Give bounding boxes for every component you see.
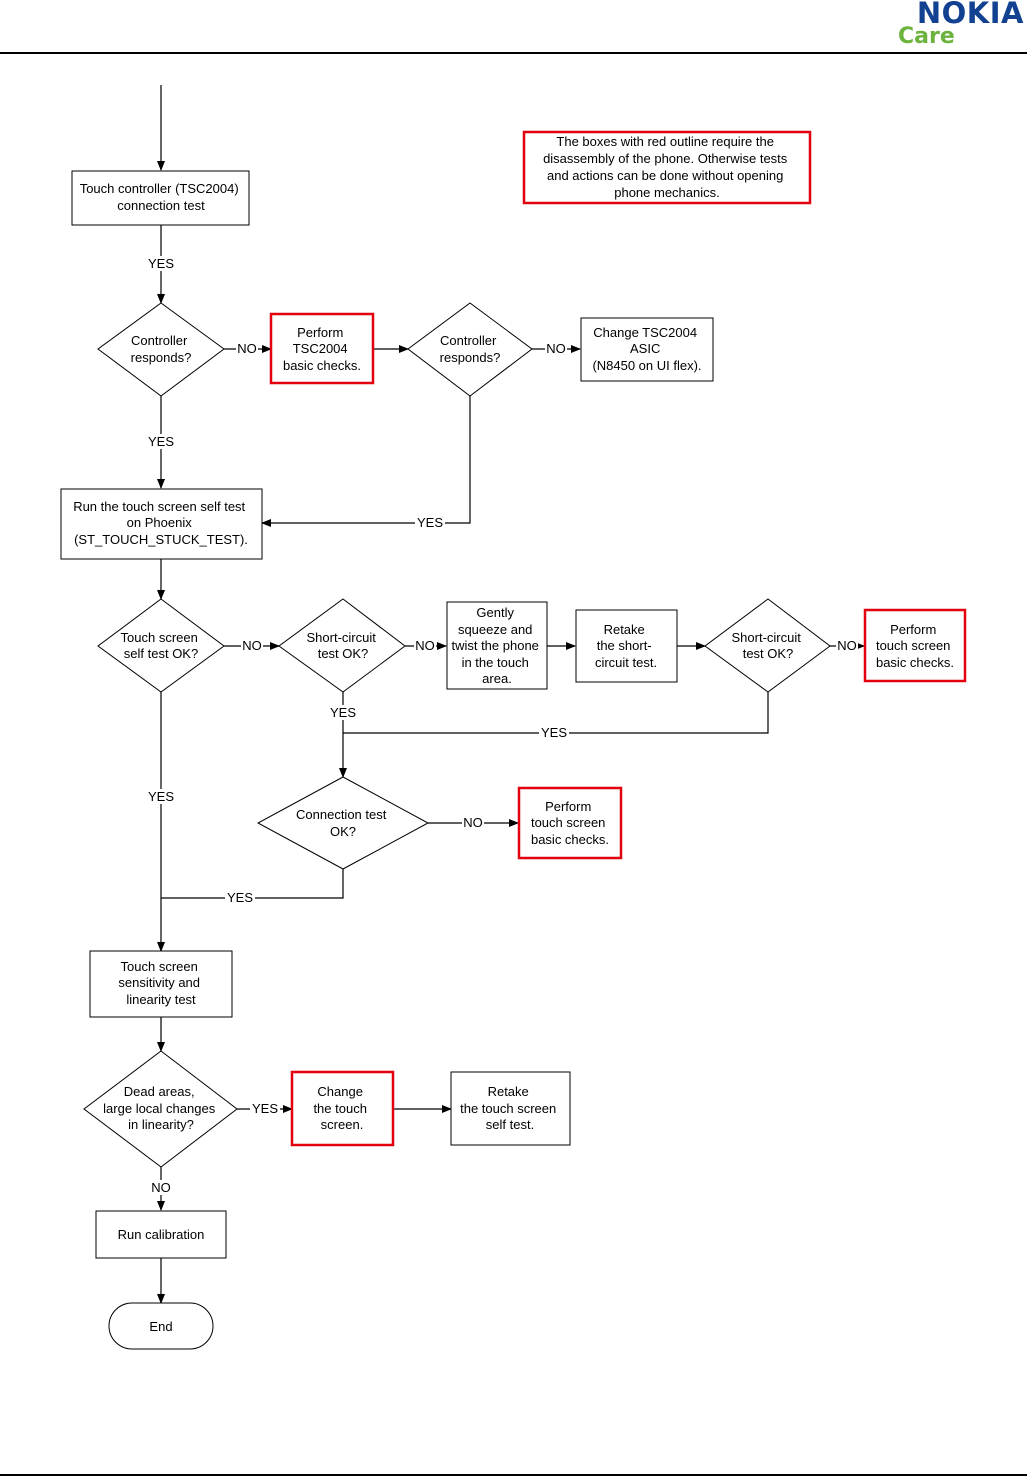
sensitivity-test-text: Touch screen sensitivity and linearity t… xyxy=(118,959,203,1007)
edge-conn-yes xyxy=(161,869,344,899)
label-yes-2: YES xyxy=(148,434,174,449)
short-circuit-2-text: Short-circuit test OK? xyxy=(732,630,805,661)
logo-brand: NOKIA xyxy=(916,0,1024,30)
controller-responds-2-text: Controller responds? xyxy=(440,333,501,365)
label-no-1: NO xyxy=(237,341,257,356)
controller-responds-1-text: Controller responds? xyxy=(131,333,192,365)
label-no-4: NO xyxy=(415,638,435,653)
short-circuit-1-text: Short-circuit test OK? xyxy=(307,630,380,661)
note-box xyxy=(522,130,812,205)
touch-controller-test-box xyxy=(71,170,250,226)
edge-short2-yes xyxy=(343,692,769,734)
self-test-text: Run the touch screen self test on Phoeni… xyxy=(73,499,249,547)
retake-self-test-text: Retake the touch screen self test. xyxy=(460,1084,560,1132)
edge-labels: YES NO NO YES YES NO NO NO YES YES YES N… xyxy=(146,256,858,1195)
self-test-ok-text: Touch screen self test OK? xyxy=(121,630,202,661)
tsc2004-checks-box xyxy=(269,312,375,385)
squeeze-twist-box xyxy=(446,601,548,690)
self-test-ok-decision xyxy=(97,598,225,693)
label-no-7: NO xyxy=(151,1180,171,1195)
header-rule xyxy=(0,52,1027,54)
label-yes-3: YES xyxy=(417,515,443,530)
label-no-3: NO xyxy=(242,638,262,653)
label-no-5: NO xyxy=(837,638,857,653)
controller-responds-1-decision xyxy=(97,302,225,397)
touch-controller-test-text: Touch controller (TSC2004) connection te… xyxy=(80,181,243,213)
dead-areas-text: Dead areas, large local changes in linea… xyxy=(103,1084,219,1132)
touch-screen-checks-1-text: Perform touch screen basic checks. xyxy=(876,622,954,670)
label-no-2: NO xyxy=(546,341,566,356)
logo-care: Care xyxy=(898,24,955,49)
touch-screen-checks-1-box xyxy=(863,608,967,683)
controller-responds-2-decision xyxy=(407,302,533,397)
edge-dec2-selftest xyxy=(261,396,471,527)
end-terminator xyxy=(108,1302,214,1350)
label-yes-7: YES xyxy=(227,890,253,905)
self-test-box xyxy=(60,488,263,560)
label-no-6: NO xyxy=(463,815,483,830)
retake-self-test-box xyxy=(450,1071,571,1146)
label-yes-4: YES xyxy=(330,705,356,720)
run-calibration-text: Run calibration xyxy=(118,1227,205,1242)
connection-test-decision xyxy=(256,776,430,870)
change-tsc2004-text: Change TSC2004 ASIC (N8450 on UI flex). xyxy=(592,325,701,373)
sensitivity-test-box xyxy=(89,950,233,1018)
label-yes-1: YES xyxy=(148,256,174,271)
note-text: The boxes with red outline require the d… xyxy=(543,134,791,200)
touch-screen-checks-2-text: Perform touch screen basic checks. xyxy=(531,799,609,847)
label-yes-5: YES xyxy=(541,725,567,740)
nokia-care-logo: NOKIA Care xyxy=(896,0,1027,50)
touch-screen-checks-2-box xyxy=(517,786,623,860)
connection-test-text: Connection test OK? xyxy=(296,807,390,839)
run-calibration-box xyxy=(95,1210,227,1259)
change-screen-box xyxy=(290,1070,395,1147)
end-text: End xyxy=(149,1319,172,1334)
dead-areas-decision xyxy=(83,1050,238,1168)
squeeze-twist-text: Gently squeeze and twist the phone in th… xyxy=(451,605,542,686)
retake-short-box xyxy=(575,609,678,683)
short-circuit-1-decision xyxy=(278,598,406,693)
tsc2004-checks-text: Perform TSC2004 basic checks. xyxy=(283,325,361,373)
short-circuit-2-decision xyxy=(704,598,831,693)
label-yes-6: YES xyxy=(148,789,174,804)
footer-rule xyxy=(0,1474,1027,1476)
retake-short-text: Retake the short- circuit test. xyxy=(595,622,657,670)
change-tsc2004-box xyxy=(580,317,714,382)
change-screen-text: Change the touch screen. xyxy=(313,1084,370,1132)
label-yes-8: YES xyxy=(252,1101,278,1116)
